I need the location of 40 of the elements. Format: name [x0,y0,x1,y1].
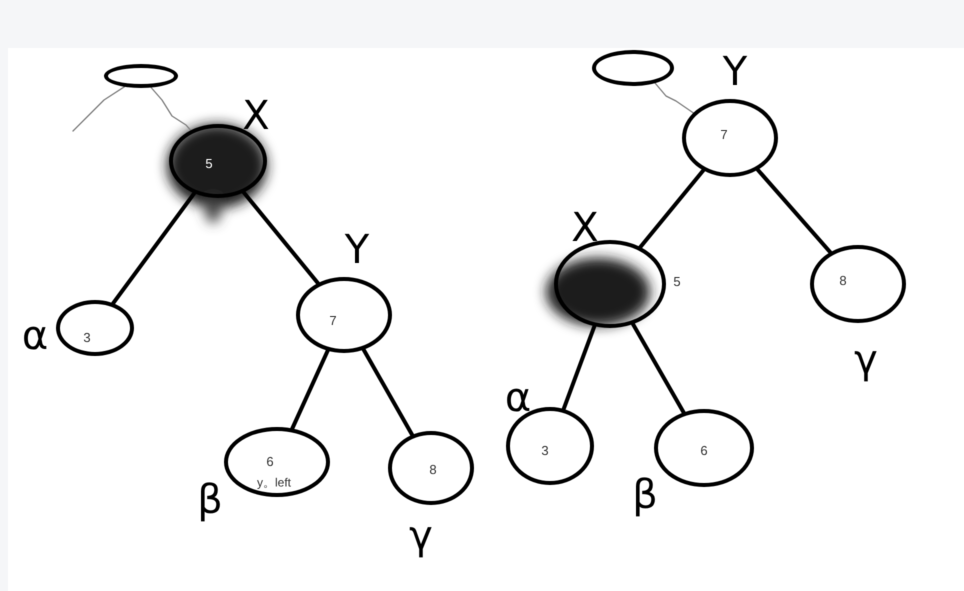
tree-edge [638,168,706,249]
node-value: 7 [329,314,337,328]
tree-node [388,431,474,505]
subtree-label: X [571,208,599,248]
subtree-label: α [504,378,532,418]
pencil-line [654,82,694,114]
node-value: 7 [720,128,728,142]
node-value: 8 [429,462,437,478]
node-value: 5 [205,156,213,172]
subtree-label: Y [344,230,370,270]
tree-node [810,245,906,323]
tree-edge [362,348,414,437]
pencil-line [72,86,126,132]
tree-edge [111,191,196,306]
node-note: y。left [257,476,291,490]
subtree-label: β [632,475,658,515]
node-value: 3 [541,444,549,458]
node-value: 6 [266,454,274,470]
node-value: 6 [700,444,708,458]
tree-edge [562,324,596,411]
subtree-label: X [242,96,270,136]
empty-node [104,64,178,88]
tree-node [654,409,754,487]
node-value: 3 [83,330,91,346]
tree-node [296,277,392,353]
tree-node [682,99,778,177]
subtree-label: α [22,316,48,356]
tree-edge [631,322,686,414]
empty-node [592,50,674,86]
subtree-label: Y [722,52,748,92]
subtree-label: β [197,480,223,520]
node-value: 5 [673,274,681,290]
tree-node [224,427,330,497]
pencil-line [150,86,192,131]
tree-edge [290,348,330,430]
subtree-label: γ [854,340,878,380]
tree-edge [242,190,320,286]
subtree-label: γ [409,516,433,556]
node-value: 8 [839,274,847,288]
tree-node [56,300,134,356]
